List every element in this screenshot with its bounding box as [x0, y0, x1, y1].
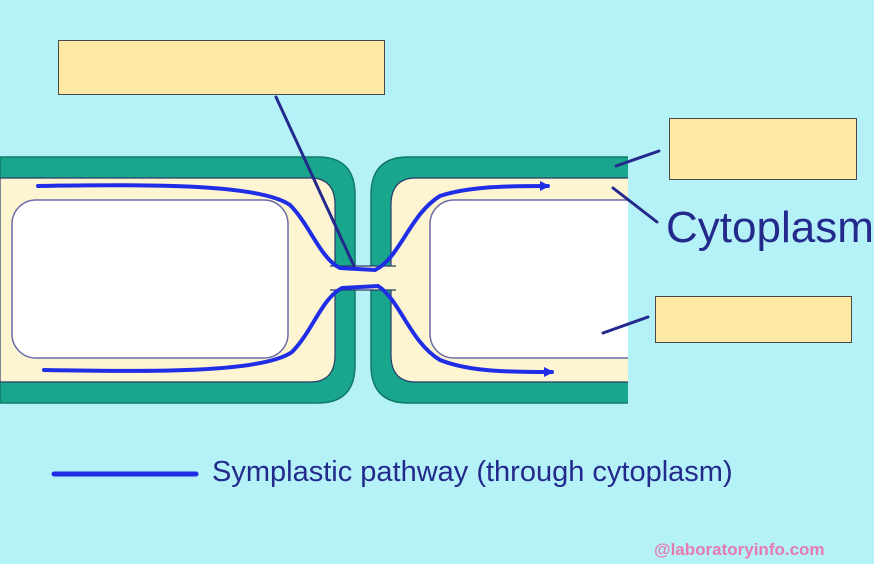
pointer-cell-wall: [614, 149, 661, 168]
left-cell: [0, 156, 356, 404]
pointer-cytoplasm: [611, 186, 659, 224]
watermark: @laboratoryinfo.com: [654, 540, 825, 559]
label-box-plasmodesma[interactable]: [58, 40, 385, 95]
left-cell-vacuole: [11, 199, 289, 359]
pointer-plasmodesma: [274, 95, 356, 268]
right-cell: [370, 156, 628, 404]
legend-label: Symplastic pathway (through cytoplasm): [212, 456, 733, 488]
pointer-lines: [274, 95, 661, 335]
label-box-vacuole[interactable]: [655, 296, 852, 343]
pointer-vacuole: [601, 315, 650, 335]
label-box-cell-wall[interactable]: [669, 118, 857, 180]
pathway-arrow-top: [36, 181, 550, 273]
pathway-arrow-bottom: [42, 283, 554, 377]
symplastic-pathway-arrows: [36, 181, 554, 377]
right-cell-vacuole: [429, 199, 628, 359]
cytoplasm-label: Cytoplasm: [666, 203, 874, 252]
